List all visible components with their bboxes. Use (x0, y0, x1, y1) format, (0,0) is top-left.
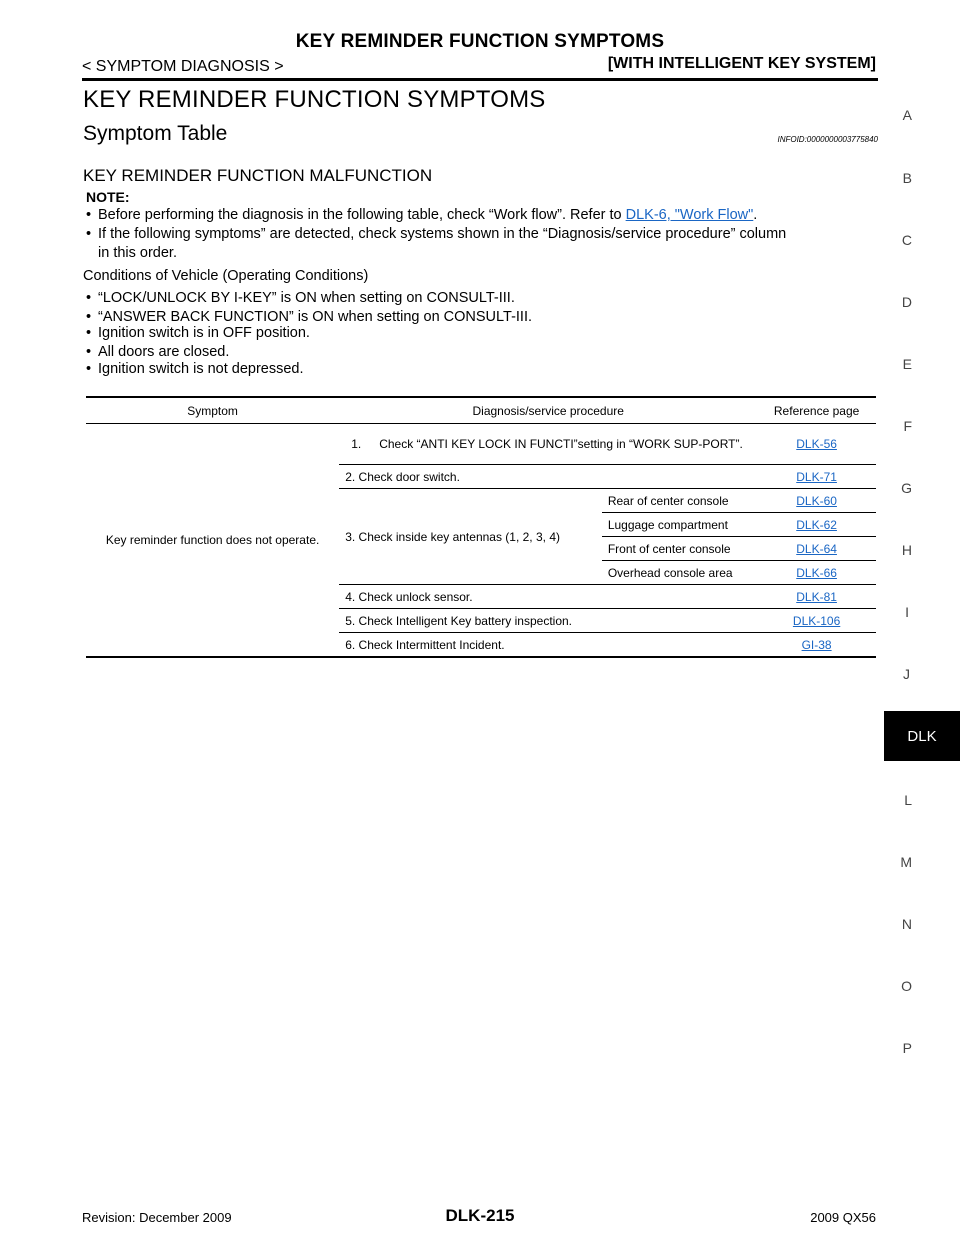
page-header-title: KEY REMINDER FUNCTION SYMPTOMS (295, 31, 665, 52)
subsection-title: KEY REMINDER FUNCTION MALFUNCTION (83, 166, 433, 185)
note-2-continued: in this order. (98, 245, 177, 261)
reference-link[interactable]: DLK-81 (796, 589, 837, 604)
bullet-icon: • (86, 290, 92, 306)
note-item-2: • If the following symptoms” are detected… (86, 225, 786, 244)
column-header: Reference page (757, 396, 876, 424)
table-row: 3. Check inside key antennas (1, 2, 3, 4… (86, 488, 876, 585)
reference-link[interactable]: DLK-62 (796, 517, 837, 532)
reference-link[interactable]: DLK-56 (796, 437, 837, 451)
table-row: Key reminder function does not operate. … (86, 423, 876, 658)
side-index-d[interactable]: D (901, 294, 912, 310)
step-text: Check “ANTI KEY LOCK IN FUNCTI”setting i… (379, 436, 743, 451)
side-index-dlk-tab[interactable]: DLK (884, 711, 960, 761)
reference-cell: DLK-64 (757, 536, 876, 561)
condition-text: All doors are closed. (98, 344, 230, 360)
location-cell: Front of center console (601, 536, 758, 561)
reference-cell: DLK-62 (757, 512, 876, 537)
bullet-icon: • (86, 309, 92, 325)
breadcrumb: < SYMPTOM DIAGNOSIS > (82, 58, 284, 75)
side-index-l[interactable]: L (904, 792, 912, 808)
procedure-cell: 4. Check unlock sensor. (339, 584, 758, 609)
note-item-1: • Before performing the diagnosis in the … (86, 206, 757, 225)
page-number: DLK-215 (445, 1206, 515, 1225)
condition-item: • Ignition switch is in OFF position. (86, 324, 310, 343)
step-number: 1. (351, 437, 362, 451)
column-header: Diagnosis/service procedure (339, 396, 758, 424)
work-flow-link[interactable]: DLK-6, "Work Flow" (625, 207, 754, 223)
reference-cell: DLK-66 (757, 560, 876, 585)
side-index-g[interactable]: G (901, 480, 912, 496)
side-index-j[interactable]: J (903, 666, 910, 682)
table-row: Luggage compartment DLK-62 (86, 512, 876, 537)
table-row: 5. Check Intelligent Key battery inspect… (86, 608, 876, 633)
note-1-text: Before performing the diagnosis in the f… (98, 207, 626, 223)
bullet-icon: • (86, 325, 92, 341)
column-header: Symptom (86, 396, 340, 424)
reference-cell: DLK-106 (757, 608, 876, 633)
location-cell: Luggage compartment (601, 512, 758, 537)
reference-cell: DLK-71 (757, 464, 876, 489)
side-index-m[interactable]: M (900, 854, 912, 870)
reference-cell: GI-38 (757, 632, 876, 658)
side-index-a[interactable]: A (902, 107, 912, 123)
symptom-table: Symptom Diagnosis/service procedure Refe… (86, 396, 876, 658)
condition-item: • “ANSWER BACK FUNCTION” is ON when setti… (86, 308, 532, 327)
condition-text: Ignition switch is in OFF position. (98, 325, 310, 341)
reference-link[interactable]: DLK-64 (796, 541, 837, 556)
bullet-icon: • (86, 361, 92, 377)
reference-cell: DLK-81 (757, 584, 876, 609)
bullet-icon: • (86, 207, 92, 223)
table-row: Overhead console area DLK-66 (86, 560, 876, 585)
bullet-icon: • (86, 226, 92, 242)
note-1-end: . (753, 207, 758, 223)
revision-date: Revision: December 2009 (82, 1210, 232, 1225)
reference-link[interactable]: DLK-71 (796, 469, 837, 484)
table-header-row: Symptom Diagnosis/service procedure Refe… (86, 396, 876, 424)
symptom-cell: Key reminder function does not operate. (86, 423, 340, 658)
section-title: Symptom Table (83, 122, 228, 145)
side-index-p[interactable]: P (902, 1040, 912, 1056)
page-title: KEY REMINDER FUNCTION SYMPTOMS (83, 86, 546, 113)
condition-text: “ANSWER BACK FUNCTION” is ON when settin… (98, 309, 533, 325)
condition-text: “LOCK/UNLOCK BY I-KEY” is ON when settin… (98, 290, 515, 306)
note-2-text: If the following symptoms” are detected,… (98, 226, 787, 242)
reference-link[interactable]: DLK-66 (796, 565, 837, 580)
side-index-f[interactable]: F (903, 418, 912, 434)
location-cell: Rear of center console (601, 488, 758, 513)
procedure-cell: 6. Check Intermittent Incident. (339, 632, 758, 658)
location-cell: Overhead console area (601, 560, 758, 585)
reference-cell: DLK-60 (757, 488, 876, 513)
table-row: 4. Check unlock sensor. DLK-81 (86, 584, 876, 609)
side-index-o[interactable]: O (901, 978, 912, 994)
table-row: 2. Check door switch. DLK-71 (86, 464, 876, 489)
side-index-n[interactable]: N (901, 916, 912, 932)
condition-item: • Ignition switch is not depressed. (86, 360, 304, 379)
bullet-icon: • (86, 344, 92, 360)
model-year: 2009 QX56 (810, 1210, 876, 1225)
reference-cell: DLK-56 (757, 423, 876, 465)
info-id: INFOID:0000000003775840 (777, 135, 878, 144)
reference-link[interactable]: GI-38 (801, 637, 832, 652)
procedure-cell: 3. Check inside key antennas (1, 2, 3, 4… (339, 488, 602, 585)
side-index-b[interactable]: B (902, 170, 912, 186)
side-index-c[interactable]: C (901, 232, 912, 248)
side-index-i[interactable]: I (905, 604, 909, 620)
side-index-h[interactable]: H (901, 542, 912, 558)
condition-text: Ignition switch is not depressed. (98, 361, 304, 377)
header-divider (82, 78, 878, 81)
condition-item: • “LOCK/UNLOCK BY I-KEY” is ON when setti… (86, 289, 515, 308)
table-row: 6. Check Intermittent Incident. GI-38 (86, 632, 876, 658)
side-index-e[interactable]: E (902, 356, 912, 372)
reference-link[interactable]: DLK-60 (796, 493, 837, 508)
procedure-cell: 2. Check door switch. (339, 464, 758, 489)
reference-link[interactable]: DLK-106 (792, 613, 841, 628)
conditions-heading: Conditions of Vehicle (Operating Conditi… (83, 268, 369, 284)
table-row: Front of center console DLK-64 (86, 536, 876, 561)
condition-item: • All doors are closed. (86, 343, 229, 362)
procedure-cell: 5. Check Intelligent Key battery inspect… (339, 608, 758, 633)
procedure-cell: 1. Check “ANTI KEY LOCK IN FUNCTI”settin… (339, 423, 758, 465)
note-label: NOTE: (86, 189, 130, 205)
header-system-label: [WITH INTELLIGENT KEY SYSTEM] (607, 55, 876, 72)
